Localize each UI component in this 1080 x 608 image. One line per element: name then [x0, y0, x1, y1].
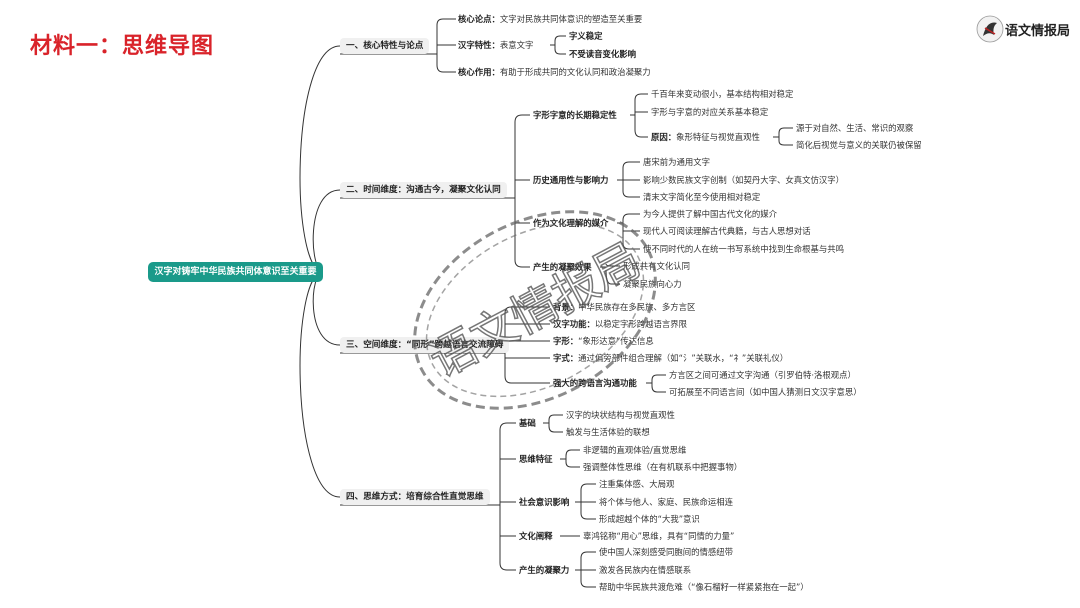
s2-branch-d: 产生的凝聚效果: [533, 262, 592, 272]
page-title: 材料一：思维导图: [30, 34, 215, 59]
s3-e-item-2: 可拓展至不同语言间（如中国人猜测日文汉字意思）: [669, 387, 862, 397]
s1-core-role: 核心作用：有助于形成共同的文化认同和政治凝聚力: [458, 67, 651, 77]
s4-e-item-2: 激发各民族内在情感联系: [599, 565, 692, 575]
s2-c-item-1: 为今人提供了解中国古代文化的媒介: [643, 209, 777, 219]
section-2-node[interactable]: 二、时间维度：沟通古今，凝聚文化认同: [340, 182, 507, 198]
s1-feature-child-1: 字义稳定: [569, 31, 603, 41]
s1-feature-child-2: 不受读音变化影响: [569, 49, 636, 59]
s2-b-item-3: 清末文字简化至今使用相对稳定: [643, 192, 761, 202]
s1-feature: 汉字特性：表意文字: [458, 40, 534, 50]
section-1-node[interactable]: 一、核心特性与论点: [340, 38, 430, 54]
s4-d-item-1: 辜鸿铭称“用心”思维，具有“同情的力量”: [583, 531, 735, 541]
root-node[interactable]: 汉字对铸牢中华民族共同体意识至关重要: [148, 262, 323, 282]
s1-core-argument: 核心论点：文字对民族共同体意识的塑造至关重要: [458, 14, 643, 24]
s2-a3-child-1: 源于对自然、生活、常识的观察: [796, 123, 914, 133]
s2-a-item-3: 原因：象形特征与视觉直观性: [651, 132, 760, 142]
s3-glyph-form: 字形：“象形达意”传达信息: [553, 336, 654, 346]
s2-c-item-3: 使不同时代的人在统一书写系统中找到生命根基与共鸣: [643, 244, 844, 254]
s2-d-item-2: 凝聚民族向心力: [623, 279, 682, 289]
s4-a-item-2: 触发与生活体验的联想: [566, 427, 650, 437]
s4-branch-a: 基础: [519, 418, 536, 428]
s2-c-item-2: 现代人可阅读理解古代典籍，与古人思想对话: [643, 226, 811, 236]
brand-logo-icon: [976, 15, 1004, 43]
s4-branch-e: 产生的凝聚力: [519, 565, 570, 575]
section-4-node[interactable]: 四、思维方式：培育综合性直觉思维: [340, 489, 490, 505]
s2-d-item-1: 形成共有文化认同: [623, 261, 690, 271]
s2-b-item-2: 影响少数民族文字创制（如契丹大字、女真文仿汉字）: [643, 175, 844, 185]
s2-a-item-2: 字形与字意的对应关系基本稳定: [651, 107, 769, 117]
s2-a-item-1: 千百年来变动很小，基本结构相对稳定: [651, 89, 794, 99]
s2-branch-a: 字形字意的长期稳定性: [533, 110, 617, 120]
section-3-node[interactable]: 三、空间维度：“同形”跨越语言交流障碍: [340, 337, 510, 353]
s4-branch-b: 思维特征: [519, 454, 553, 464]
s4-branch-c: 社会意识影响: [519, 497, 570, 507]
s4-b-item-1: 非逻辑的直观体验/直觉思维: [583, 445, 687, 455]
s3-background: 背景：中华民族存在多民族、多方言区: [553, 302, 696, 312]
s4-e-item-3: 帮助中华民族共渡危难（“像石榴籽一样紧紧抱在一起”）: [599, 582, 809, 592]
s3-branch-e: 强大的跨语言沟通功能: [553, 378, 637, 388]
s4-branch-d: 文化阐释: [519, 531, 553, 541]
s2-branch-c: 作为文化理解的媒介: [533, 218, 609, 228]
brand-name: 语文情报局: [1005, 24, 1071, 39]
s3-glyph-structure: 字式：通过偏旁部件组合理解（如“氵”关联水，“礻”关联礼仪）: [553, 353, 789, 363]
s3-function: 汉字功能：以稳定字形跨越语言界限: [553, 319, 687, 329]
s3-e-item-1: 方言区之间可通过文字沟通（引罗伯特·洛根观点）: [669, 370, 856, 380]
s4-b-item-2: 强调整体性思维（在有机联系中把握事物）: [583, 462, 743, 472]
s2-b-item-1: 唐宋前为通用文字: [643, 157, 710, 167]
s4-a-item-1: 汉字的块状结构与视觉直观性: [566, 410, 675, 420]
s4-c-item-3: 形成超越个体的“大我”意识: [599, 514, 700, 524]
s2-a3-child-2: 简化后视觉与意义的关联仍被保留: [796, 140, 922, 150]
s4-c-item-1: 注重集体感、大局观: [599, 479, 675, 489]
s4-c-item-2: 将个体与他人、家庭、民族命运相连: [599, 497, 733, 507]
s2-branch-b: 历史通用性与影响力: [533, 175, 609, 185]
s4-e-item-1: 使中国人深刻感受同胞间的情感纽带: [599, 547, 733, 557]
